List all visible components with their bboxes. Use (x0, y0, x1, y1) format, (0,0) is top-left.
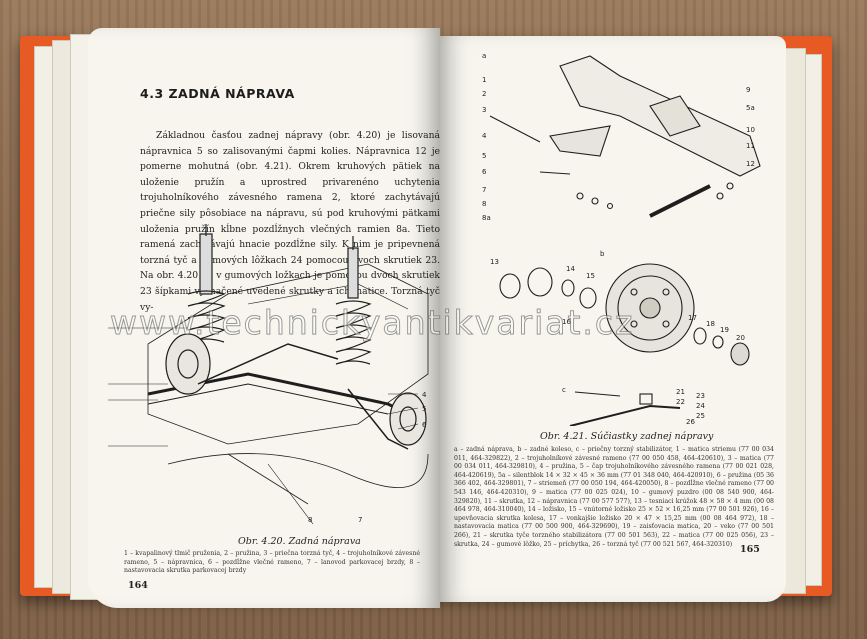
callout-r18: 18 (706, 320, 715, 328)
figure-caption-4-20: Obr. 4.20. Zadná náprava (238, 536, 361, 547)
callout-6: 6 (422, 421, 427, 429)
page-number-left: 164 (128, 580, 148, 591)
figure-legend-4-20: 1 – kvapalinový tlmič pruženia, 2 – pruž… (124, 550, 420, 575)
callout-5: 5 (422, 405, 426, 413)
callout-r24: 24 (696, 402, 705, 410)
right-page-edges-inner (782, 48, 806, 594)
callout-r26: 26 (686, 418, 695, 426)
callout-8: 8 (308, 516, 312, 524)
callout-r22: 22 (676, 398, 685, 406)
callout-r5: 5 (482, 152, 486, 160)
callout-7: 7 (358, 516, 362, 524)
callout-r19: 19 (720, 326, 729, 334)
callout-r11: 11 (746, 142, 755, 150)
callout-r16: 16 (562, 318, 571, 326)
callout-r13: 13 (490, 258, 499, 266)
callout-r17: 17 (688, 314, 697, 322)
callout-r4: 4 (482, 132, 487, 140)
watermark-text: www.technickyantikvariat.cz (110, 303, 635, 343)
left-page: 4.3 ZADNÁ NÁPRAVA Základnou časťou zadne… (88, 28, 440, 608)
callout-r1: 1 (482, 76, 486, 84)
figure-caption-4-21: Obr. 4.21. Súčiastky zadnej nápravy (540, 431, 714, 442)
callout-r6: 6 (482, 168, 487, 176)
callout-a: a (482, 52, 486, 60)
section-heading: 4.3 ZADNÁ NÁPRAVA (140, 86, 295, 101)
section-paragraph: Základnou časťou zadnej nápravy (obr. 4.… (140, 130, 440, 313)
callout-r5a: 5a (746, 104, 755, 112)
callout-r21: 21 (676, 388, 685, 396)
callout-r20: 20 (736, 334, 745, 342)
callout-r23: 23 (696, 392, 705, 400)
callout-r2: 2 (482, 90, 486, 98)
page-number-right: 165 (740, 544, 760, 555)
callout-b: b (600, 250, 605, 258)
rear-axle-illustration: 1 2 3 4 5 6 7 8 (108, 224, 429, 524)
callout-r9: 9 (746, 86, 750, 94)
callout-r10: 10 (746, 126, 755, 134)
callout-4: 4 (422, 391, 427, 399)
callout-r15: 15 (586, 272, 595, 280)
figure-legend-4-21: a – zadná náprava, b – zadné koleso, c –… (454, 446, 774, 548)
callout-r12: 12 (746, 160, 755, 168)
callout-r25: 25 (696, 412, 705, 420)
callout-r7: 7 (482, 186, 486, 194)
axle-parts-exploded-view: a 1 2 3 4 5 6 7 8 8a 9 5a 10 11 12 b 13 … (482, 52, 761, 426)
callout-r14: 14 (566, 265, 575, 273)
right-page: a 1 2 3 4 5 6 7 8 8a 9 5a 10 11 12 b 13 … (440, 36, 786, 602)
callout-c: c (562, 386, 566, 394)
callout-r8: 8 (482, 200, 486, 208)
callout-r3: 3 (482, 106, 486, 114)
callout-r8a: 8a (482, 214, 491, 222)
